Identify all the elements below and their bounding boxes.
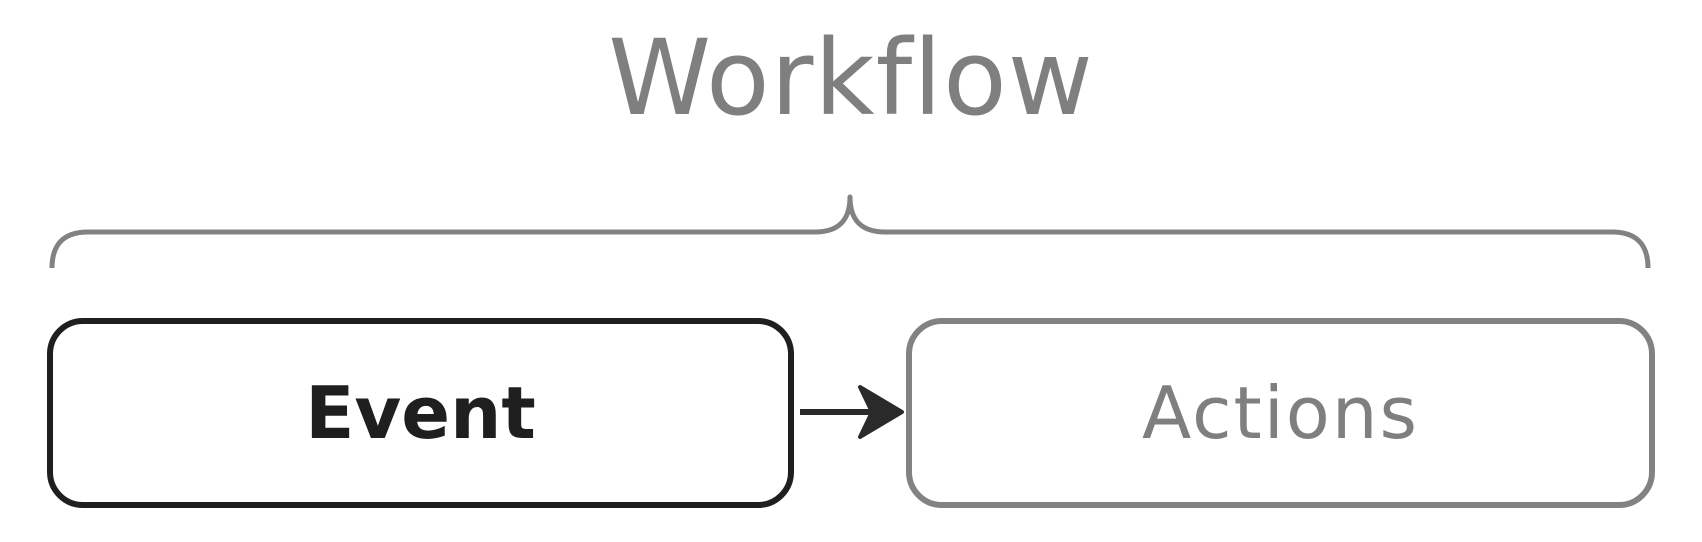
event-to-actions-arrow-head — [858, 385, 904, 439]
event-node-label: Event — [305, 371, 536, 455]
event-node: Event — [47, 318, 794, 508]
group-brace — [49, 194, 1651, 269]
workflow-title: Workflow — [608, 17, 1094, 139]
actions-node: Actions — [906, 318, 1655, 508]
actions-node-label: Actions — [1141, 371, 1419, 455]
